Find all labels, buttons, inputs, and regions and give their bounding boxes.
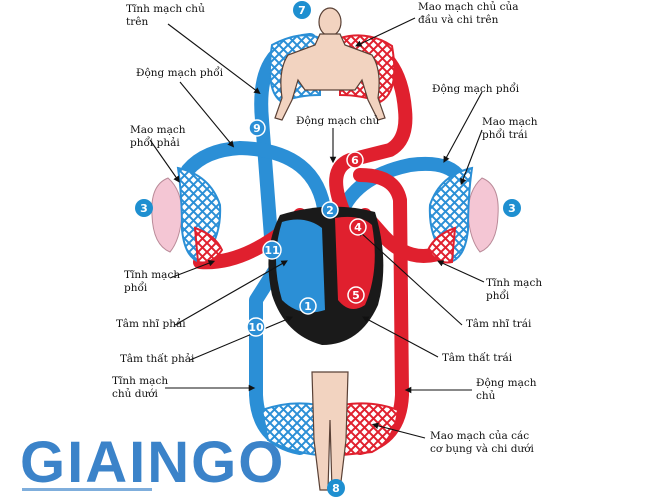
label-left-ventricle: Tâm thất trái: [442, 351, 513, 364]
marker-9: 9: [248, 119, 266, 137]
svg-text:9: 9: [253, 122, 261, 135]
heart: [268, 206, 384, 345]
marker-10: 10: [246, 317, 266, 337]
marker-3-left: 3: [135, 199, 153, 217]
svg-text:6: 6: [351, 154, 359, 167]
label-right-atrium: Tâm nhĩ phải: [116, 317, 186, 330]
svg-text:5: 5: [352, 289, 360, 302]
marker-6: 6: [346, 151, 364, 169]
marker-11: 11: [262, 240, 282, 260]
marker-2: 2: [321, 201, 339, 219]
svg-text:GIAINGO: GIAINGO: [20, 430, 285, 495]
label-pulmonary-artery-left: Động mạch phổi: [136, 66, 224, 79]
svg-text:10: 10: [248, 321, 264, 334]
marker-7: 7: [293, 1, 311, 19]
lower-body-figure: [311, 371, 349, 491]
leader-lines: [149, 17, 485, 439]
svg-text:4: 4: [354, 221, 362, 234]
marker-3-right: 3: [503, 199, 521, 217]
svg-text:3: 3: [140, 202, 148, 215]
svg-text:8: 8: [332, 482, 340, 495]
marker-4: 4: [349, 218, 367, 236]
label-right-ventricle: Tâm thất phải: [120, 352, 195, 365]
svg-text:7: 7: [298, 4, 306, 17]
marker-5: 5: [347, 286, 365, 304]
svg-text:2: 2: [326, 204, 334, 217]
label-pulmonary-artery-right: Động mạch phổi: [432, 82, 520, 95]
label-aorta-top: Động mạch chủ: [296, 114, 379, 127]
watermark-logo: GIAINGO: [20, 430, 285, 495]
lower-capillaries: [260, 402, 400, 457]
left-lung: [426, 166, 499, 264]
label-left-atrium: Tâm nhĩ trái: [466, 318, 532, 330]
upper-body-figure: [274, 7, 386, 121]
marker-8: 8: [327, 479, 345, 497]
right-atrium-ventricle: [276, 219, 325, 313]
left-atrium-ventricle: [335, 216, 375, 309]
right-lung: [151, 166, 224, 264]
svg-text:11: 11: [264, 244, 279, 257]
svg-text:1: 1: [304, 300, 312, 313]
marker-1: 1: [299, 297, 317, 315]
svg-text:3: 3: [508, 202, 516, 215]
markers: 7 9 6 2 3 3 4 11 5 1 10 8: [135, 1, 521, 497]
